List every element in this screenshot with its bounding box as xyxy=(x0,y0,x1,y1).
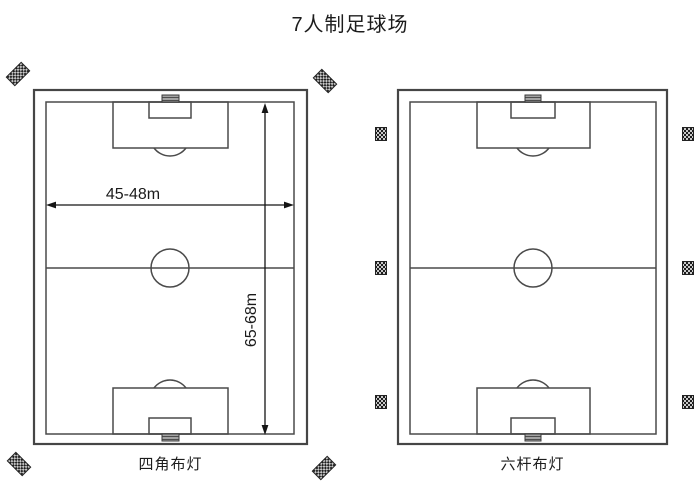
arrow-left-icon xyxy=(46,201,56,209)
goal-top xyxy=(161,94,180,103)
goal-bottom xyxy=(161,433,180,442)
outer-boundary xyxy=(396,88,669,446)
goal-area-bottom xyxy=(148,417,192,435)
floodlight-icon xyxy=(311,455,337,481)
floodlight-icon xyxy=(6,451,32,477)
penalty-arc-bottom xyxy=(153,379,187,389)
page-title: 7人制足球场 xyxy=(291,14,409,36)
field-four-corner-lighting: 45-48m 65-68m xyxy=(5,61,338,481)
goal-bottom xyxy=(524,433,542,442)
penalty-area-top xyxy=(476,101,591,149)
penalty-area-bottom xyxy=(112,387,229,435)
floodlight-icon xyxy=(375,261,387,275)
arrow-up-icon xyxy=(261,103,269,113)
penalty-arc-top xyxy=(153,147,187,157)
goal-area-top xyxy=(510,101,556,119)
goal-area-top xyxy=(148,101,192,119)
floodlight-icon xyxy=(375,127,387,141)
penalty-arc-bottom xyxy=(516,379,550,389)
field-six-pole-lighting xyxy=(375,88,694,446)
floodlight-icon xyxy=(682,395,694,409)
goal-area-bottom xyxy=(510,417,556,435)
floodlight-icon xyxy=(682,127,694,141)
caption-four-corner-lighting: 四角布灯 xyxy=(138,456,203,473)
goal-top xyxy=(524,94,542,103)
outer-boundary xyxy=(32,88,309,446)
floodlight-icon xyxy=(312,68,338,94)
width-dimension-label: 45-48m xyxy=(106,186,160,203)
arrow-right-icon xyxy=(284,201,294,209)
arrow-down-icon xyxy=(261,425,269,435)
floodlight-icon xyxy=(5,61,31,87)
penalty-area-top xyxy=(112,101,229,149)
floodlight-icon xyxy=(375,395,387,409)
caption-six-pole-lighting: 六杆布灯 xyxy=(500,456,565,473)
length-dimension-label: 65-68m xyxy=(243,293,260,347)
floodlight-icon xyxy=(682,261,694,275)
center-circle xyxy=(150,248,190,288)
penalty-area-bottom xyxy=(476,387,591,435)
center-circle xyxy=(513,248,553,288)
penalty-arc-top xyxy=(516,147,550,157)
